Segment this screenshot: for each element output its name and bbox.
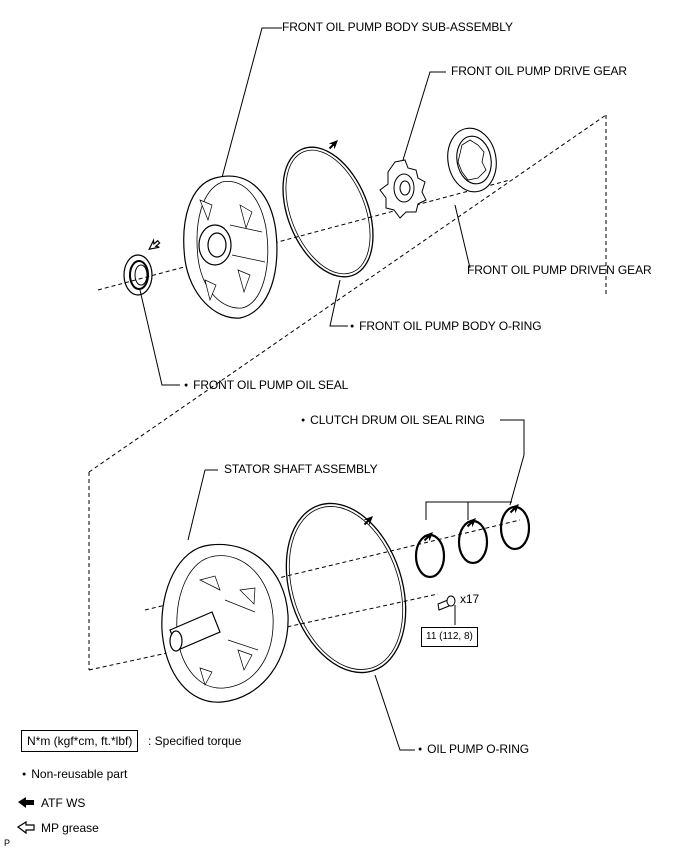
legend-atf: ATF WS — [41, 796, 86, 810]
label-bolt-qty: x17 — [460, 592, 480, 606]
label-oil-seal: FRONT OIL PUMP OIL SEAL — [184, 378, 348, 395]
legend-outline-arrow-icon — [16, 820, 35, 835]
legend-grease: MP grease — [41, 821, 99, 835]
legend-torque-text: : Specified torque — [148, 734, 242, 748]
label-pump-o-ring: OIL PUMP O-RING — [418, 742, 529, 759]
grease-arrow-icon — [148, 238, 161, 251]
legend-torque-box: N*m (kgf*cm, ft.*lbf) — [21, 730, 139, 752]
label-pump-body: FRONT OIL PUMP BODY SUB-ASSEMBLY — [282, 20, 513, 34]
front-oil-pump-driven-gear — [447, 127, 497, 193]
torque-value-box: 11 (112, 8) — [421, 627, 478, 647]
front-oil-pump-oil-seal — [123, 254, 153, 296]
clutch-drum-oil-seal-rings — [414, 505, 531, 579]
label-drive-gear: FRONT OIL PUMP DRIVE GEAR — [451, 64, 627, 78]
front-oil-pump-body — [183, 175, 278, 319]
bolt — [437, 595, 456, 611]
legend-nonreusable: Non-reusable part — [22, 767, 127, 784]
label-driven-gear: FRONT OIL PUMP DRIVEN GEAR — [467, 263, 652, 277]
leader-lines — [139, 27, 525, 751]
label-body-o-ring: FRONT OIL PUMP BODY O-RING — [350, 319, 541, 336]
oil-pump-o-ring — [285, 502, 407, 674]
legend-filled-arrow-icon — [18, 797, 34, 808]
stator-shaft-assembly — [161, 543, 289, 703]
front-oil-pump-body-o-ring — [282, 146, 374, 278]
corner-mark: P — [4, 838, 11, 848]
front-oil-pump-drive-gear — [379, 159, 427, 219]
label-stator: STATOR SHAFT ASSEMBLY — [224, 462, 378, 476]
label-clutch-ring: CLUTCH DRUM OIL SEAL RING — [301, 413, 485, 430]
